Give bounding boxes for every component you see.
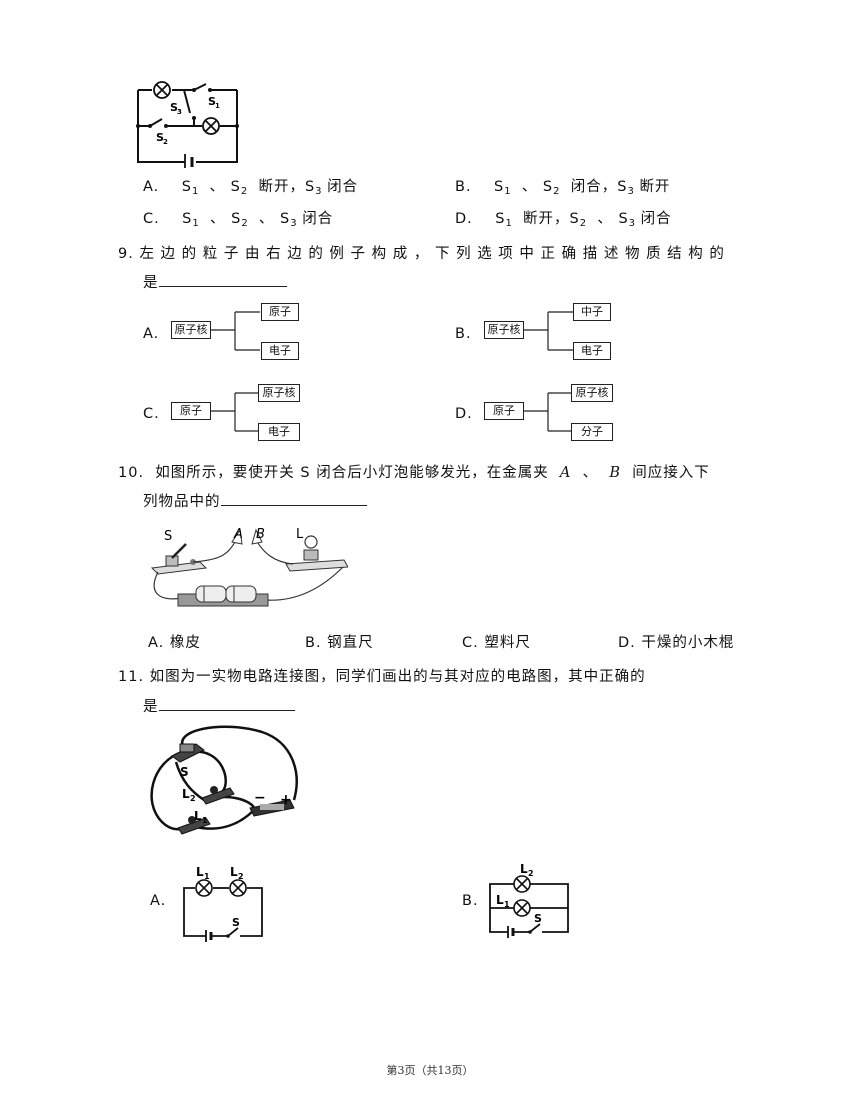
q9-stem-line2: 是 xyxy=(143,271,287,292)
b-label-l1-sub: 1 xyxy=(504,900,510,909)
q10-option-a[interactable]: A. 橡皮 xyxy=(148,635,201,651)
answer-blank[interactable] xyxy=(158,696,295,711)
b-label-l2: L xyxy=(520,862,528,876)
q9-a-box-bottom: 电子 xyxy=(261,342,299,360)
q9-option-b-letter[interactable]: B. xyxy=(455,326,472,342)
q11-option-a-circuit: L 1 L 2 S xyxy=(183,865,263,942)
label-l1-sub: 1 xyxy=(202,816,208,825)
q9-d-box-top: 原子核 xyxy=(571,384,613,402)
label-s3: S xyxy=(170,101,178,114)
q8-option-a[interactable]: A. S1 、 S2 断开，S3 闭合 xyxy=(143,179,359,197)
label-minus: − xyxy=(254,790,266,806)
q9-a-box-left: 原子核 xyxy=(171,321,211,339)
b-label-l1: L xyxy=(496,893,504,907)
q9-option-b-tree-lines xyxy=(523,311,573,351)
label-l2-sub: 2 xyxy=(190,794,196,803)
label-s3-sub: 3 xyxy=(177,108,182,116)
b-label-s: S xyxy=(534,912,542,925)
q9-option-d-letter[interactable]: D. xyxy=(455,406,473,422)
answer-blank[interactable] xyxy=(220,491,367,506)
label-s2: S xyxy=(156,131,164,144)
q8-option-c[interactable]: C. S1 、 S2 、 S3 闭合 xyxy=(143,211,334,229)
label-s2-sub: 2 xyxy=(163,138,168,146)
q11-stem-line1: 11. 如图为一实物电路连接图，同学们画出的与其对应的电路图，其中正确的 xyxy=(118,669,646,685)
label-s: S xyxy=(180,765,189,779)
label-plus: + xyxy=(280,792,292,808)
q10-stem-line1: 10. 如图所示，要使开关 S 闭合后小灯泡能够发光，在金属夹 A 、 B 间应… xyxy=(118,465,710,481)
q10-option-c[interactable]: C. 塑料尺 xyxy=(462,635,531,651)
q10-option-d[interactable]: D. 干燥的小木棍 xyxy=(618,635,735,651)
q9-d-box-left: 原子 xyxy=(484,402,524,420)
q10-circuit-photo: S A B L xyxy=(150,527,348,607)
a-label-l1-sub: 1 xyxy=(204,872,210,881)
q10-stem-line2: 列物品中的 xyxy=(143,490,367,511)
page-footer: 第3页（共13页） xyxy=(386,1064,474,1077)
a-label-l2: L xyxy=(230,865,238,879)
q8-option-d[interactable]: D. S1 断开，S2 、 S3 闭合 xyxy=(455,211,672,229)
q9-b-box-top: 中子 xyxy=(573,303,611,321)
q11-option-b-letter[interactable]: B. xyxy=(462,893,479,909)
q8-circuit-diagram: S 1 S 3 S 2 xyxy=(136,81,239,168)
label-l1: L xyxy=(194,809,202,823)
q9-stem-line1: 9. 左 边 的 粒 子 由 右 边 的 例 子 构 成 ， 下 列 选 项 中… xyxy=(118,246,725,262)
a-label-l1: L xyxy=(196,865,204,879)
label-b: B xyxy=(256,527,265,542)
q9-a-box-top: 原子 xyxy=(261,303,299,321)
q11-option-a-letter[interactable]: A. xyxy=(150,893,167,909)
b-label-l2-sub: 2 xyxy=(528,869,534,878)
q11-stem-line2: 是 xyxy=(143,695,295,716)
q9-d-box-bottom: 分子 xyxy=(571,423,613,441)
answer-blank[interactable] xyxy=(158,272,287,287)
q10-option-b[interactable]: B. 钢直尺 xyxy=(305,635,374,651)
label-s1-sub: 1 xyxy=(215,102,220,110)
label-s1: S xyxy=(208,95,216,108)
label-l: L xyxy=(296,527,304,542)
label-l2: L xyxy=(182,787,190,801)
q9-option-c-letter[interactable]: C. xyxy=(143,406,160,422)
q11-physical-circuit: S L 2 L 1 − + xyxy=(150,725,298,835)
q11-option-b-circuit: L 2 L 1 S xyxy=(489,862,569,938)
label-a: A xyxy=(233,527,243,542)
q8-option-b[interactable]: B. S1 、 S2 闭合，S3 断开 xyxy=(455,179,671,197)
q9-option-a-letter[interactable]: A. xyxy=(143,326,160,342)
q9-option-d-tree-lines xyxy=(523,392,573,432)
q9-b-box-bottom: 电子 xyxy=(573,342,611,360)
q9-c-box-bottom: 电子 xyxy=(258,423,300,441)
q9-option-c-tree-lines xyxy=(210,392,260,432)
label-s: S xyxy=(164,529,172,544)
a-label-s: S xyxy=(232,916,240,929)
q9-c-box-top: 原子核 xyxy=(258,384,300,402)
q9-c-box-left: 原子 xyxy=(171,402,211,420)
q9-b-box-left: 原子核 xyxy=(484,321,524,339)
q9-option-a-tree-lines xyxy=(210,311,260,351)
a-label-l2-sub: 2 xyxy=(238,872,244,881)
